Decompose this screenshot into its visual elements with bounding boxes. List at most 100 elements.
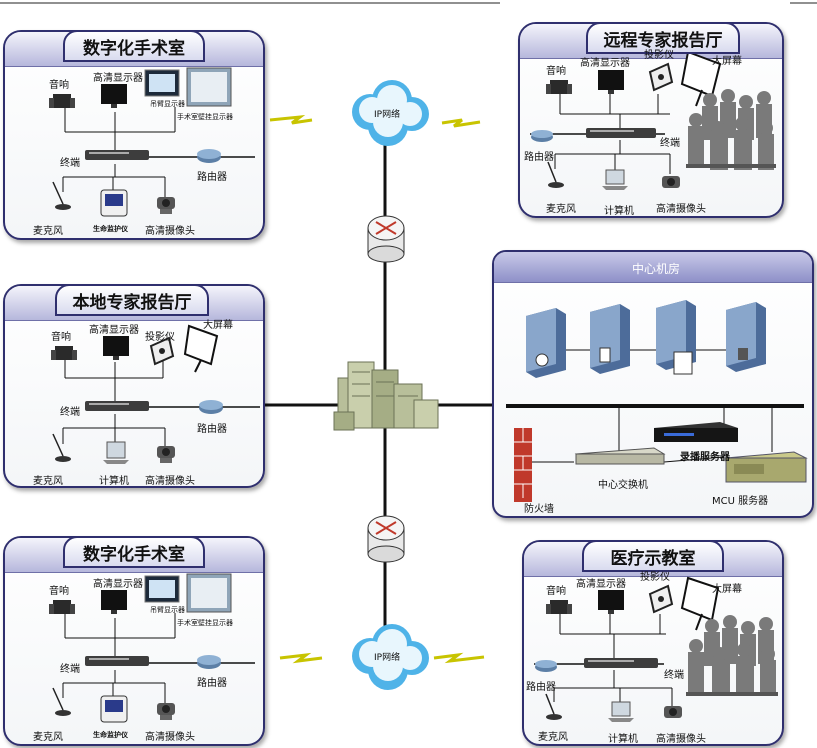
wall-monitor-icon	[186, 67, 232, 107]
terminal-icon	[586, 128, 656, 138]
big-screen-icon	[183, 324, 219, 373]
computer-label: 计算机	[604, 206, 634, 217]
ip-network-top-label: IP网络	[374, 110, 401, 120]
computer-label: 计算机	[99, 476, 129, 487]
camera-label: 高清摄像头	[145, 476, 195, 487]
panel-title: 本地专家报告厅	[55, 286, 209, 316]
server-icon	[526, 308, 566, 378]
boom-monitor-icon	[144, 69, 180, 97]
server-icon	[590, 304, 630, 374]
mic-label: 麦克风	[33, 732, 63, 743]
computer-label: 计算机	[608, 734, 638, 745]
monitor-label: 高清显示器	[93, 73, 143, 84]
ip-network-bottom-label: IP网络	[374, 653, 401, 663]
speaker-icon	[546, 600, 572, 614]
camera-label: 高清摄像头	[656, 734, 706, 745]
recording-server-label: 录播服务器	[680, 452, 730, 463]
speaker-icon	[51, 346, 77, 360]
vital-monitor-label: 生命监护仪	[93, 225, 128, 233]
speaker-icon	[546, 80, 572, 94]
speaker-label: 音响	[49, 586, 69, 597]
panel-title: 医疗示教室	[582, 542, 724, 572]
panel-header	[494, 252, 812, 283]
vital-monitor-label: 生命监护仪	[93, 731, 128, 739]
firewall-label: 防火墙	[524, 504, 554, 515]
router-icon	[535, 660, 557, 672]
terminal-label: 终端	[60, 664, 80, 675]
screen-label: 大屏幕	[712, 56, 742, 67]
projector-label: 投影仪	[644, 50, 674, 61]
monitor-icon	[101, 590, 127, 614]
boom-monitor-icon	[144, 575, 180, 603]
firewall-icon	[514, 428, 532, 502]
core-switch-icon	[574, 447, 666, 465]
monitor-icon	[598, 590, 624, 614]
wall-monitor-label: 手术室壁挂显示器	[177, 619, 233, 627]
terminal-icon	[85, 401, 149, 411]
speaker-icon	[49, 600, 75, 614]
camera-icon	[157, 446, 175, 463]
terminal-icon	[85, 656, 149, 666]
camera-icon	[157, 197, 175, 214]
router-icon	[531, 130, 553, 142]
speaker-label: 音响	[546, 586, 566, 597]
monitor-label: 高清显示器	[580, 58, 630, 69]
core-switch-label: 中心交换机	[598, 480, 648, 491]
remote-expert-hall-panel: 远程专家报告厅 音响 高清显示器 投影仪 大屏幕 路由器 终端 麦克风 计算机 …	[518, 22, 784, 218]
camera-label: 高清摄像头	[656, 204, 706, 215]
boom-monitor-label: 吊臂显示器	[150, 100, 185, 108]
projector-icon	[648, 584, 674, 614]
router-label: 路由器	[524, 152, 554, 163]
screen-label: 大屏幕	[712, 584, 742, 595]
remote-hall-wiring	[530, 50, 776, 190]
audience-icon	[686, 89, 776, 170]
projector-label: 投影仪	[640, 572, 670, 583]
datacenter-title: 中心机房	[632, 262, 681, 276]
terminal-label: 终端	[60, 407, 80, 418]
router-label: 路由器	[197, 424, 227, 435]
mic-label: 麦克风	[546, 204, 576, 215]
panel-title: 数字化手术室	[63, 538, 205, 568]
terminal-label: 终端	[664, 670, 684, 681]
router-icon	[197, 655, 221, 669]
speaker-label: 音响	[546, 66, 566, 77]
microphone-icon	[52, 433, 71, 462]
camera-icon	[157, 703, 175, 720]
camera-label: 高清摄像头	[145, 732, 195, 743]
router-label: 路由器	[197, 172, 227, 183]
computer-icon	[103, 441, 129, 464]
terminal-label: 终端	[660, 138, 680, 149]
projector-icon	[648, 62, 674, 92]
speaker-label: 音响	[49, 80, 69, 91]
camera-icon	[664, 706, 682, 718]
monitor-icon	[103, 336, 129, 360]
teaching-room-wiring	[534, 576, 778, 722]
monitor-label: 高清显示器	[89, 325, 139, 336]
mic-label: 麦克风	[33, 226, 63, 237]
medical-teaching-room-panel: 医疗示教室 音响 高清显示器 投影仪 大屏幕 路由器 终端 麦克风 计算机 高清…	[522, 540, 784, 746]
boom-monitor-label: 吊臂显示器	[150, 606, 185, 614]
operating-room-bottom-panel: 数字化手术室 音响 高清显示器 吊臂显示器 手术室壁挂显示器 终端 路由器 麦克…	[3, 536, 265, 746]
mcu-server-icon	[724, 451, 808, 483]
datacenter-panel: 中心机房 录播服务器 中心交换机 防火墙 MCU 服务器	[492, 250, 814, 518]
mcu-server-label: MCU 服务器	[712, 496, 769, 507]
terminal-icon	[584, 658, 658, 668]
mic-label: 麦克风	[538, 732, 568, 743]
panel-title: 远程专家报告厅	[586, 24, 740, 54]
router-icon	[197, 149, 221, 163]
projector-label: 投影仪	[145, 332, 175, 343]
camera-label: 高清摄像头	[145, 226, 195, 237]
terminal-icon	[85, 150, 149, 160]
router-icon	[199, 400, 223, 414]
computer-icon	[602, 169, 628, 190]
computer-icon	[608, 701, 634, 722]
vital-sign-monitor-icon	[100, 695, 128, 723]
operating-room-bottom-wiring	[49, 573, 255, 723]
vital-sign-monitor-icon	[100, 189, 128, 217]
wall-monitor-icon	[186, 573, 232, 613]
wall-monitor-label: 手术室壁挂显示器	[177, 113, 233, 121]
operating-room-top-wiring	[49, 67, 255, 217]
recording-server-icon	[654, 422, 738, 442]
microphone-icon	[547, 161, 564, 188]
server-icon	[726, 302, 766, 372]
